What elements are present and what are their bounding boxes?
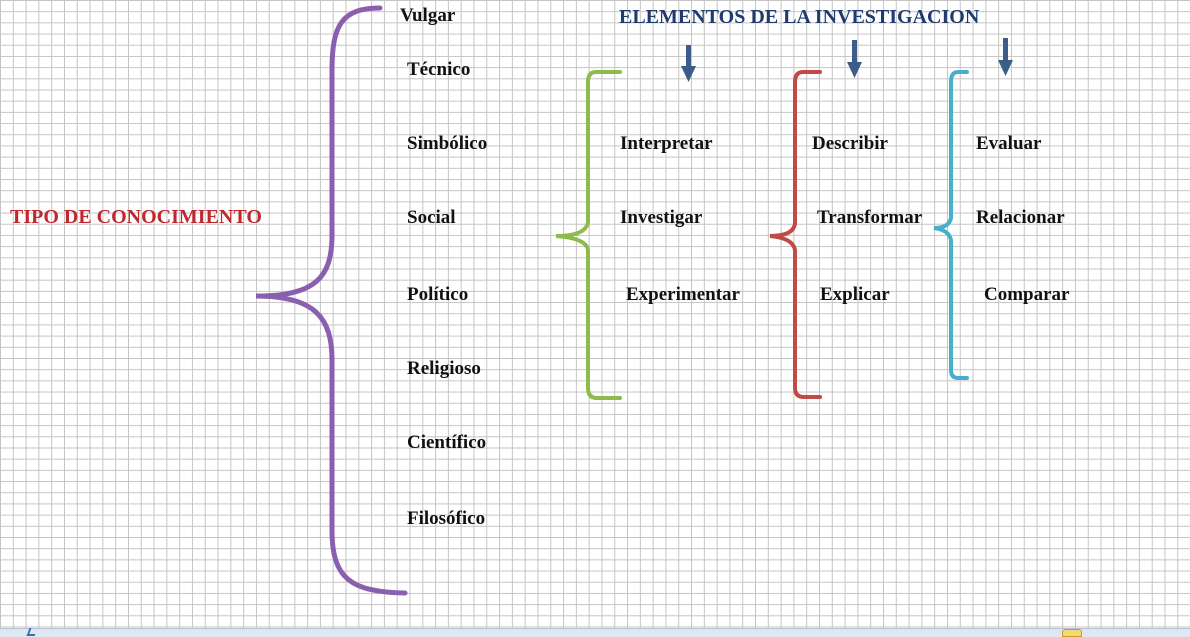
knowledge-type-item: Filosófico [407,508,486,529]
red-bracket [769,70,822,399]
knowledge-type-item: Social [407,207,456,228]
knowledge-type-item: Político [407,284,469,305]
title-elementos-investigacion: ELEMENTOS DE LA INVESTIGACION [619,6,980,28]
element-item-group-2: Describir [812,133,888,154]
down-arrow-1-icon [681,45,696,82]
main-brace [255,5,408,596]
knowledge-type-item: Vulgar [400,5,456,26]
element-item-group-1: Investigar [620,207,703,228]
down-arrow-2-icon [847,40,862,78]
element-item-group-2: Transformar [817,207,923,228]
title-tipo-de-conocimiento: TIPO DE CONOCIMIENTO [10,206,262,228]
knowledge-type-item: Simbólico [407,133,488,154]
element-item-group-3: Evaluar [976,133,1042,154]
knowledge-type-item: Técnico [407,59,471,80]
element-item-group-1: Experimentar [626,284,740,305]
down-arrow-3-icon [998,38,1013,76]
element-item-group-3: Relacionar [976,207,1065,228]
element-item-group-2: Explicar [820,284,890,305]
status-bar [0,628,1190,637]
element-item-group-1: Interpretar [620,133,713,154]
blue-bracket [933,70,969,380]
element-item-group-3: Comparar [984,284,1070,305]
knowledge-type-item: Científico [407,432,487,453]
knowledge-type-item: Religioso [407,358,481,379]
green-bracket [555,70,622,400]
